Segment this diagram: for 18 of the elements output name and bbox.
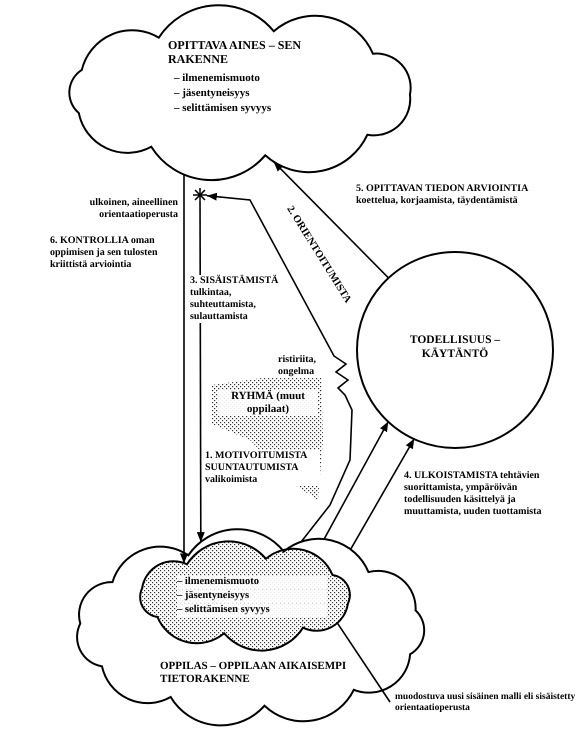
list-item: – jäsentyneisyys	[177, 590, 327, 603]
cloud-label: OPPILAS – OPPILAAN AIKAISEMPI TIETORAKENNE	[160, 660, 348, 686]
list-item: – ilmenemismuoto	[177, 576, 327, 589]
region-label: RYHMÄ (muut oppilaat)	[218, 390, 318, 416]
annotation-label: 1. MOTIVOITUMISTA SUUNTAUTUMISTA valikoimista	[205, 450, 320, 486]
leader-line	[336, 622, 391, 702]
list-item: – selittämisen syvyys	[177, 604, 327, 617]
list-item: – ilmenemismuoto	[174, 72, 261, 86]
arrow	[273, 161, 390, 279]
arrow	[323, 421, 389, 540]
circle-label: TODELLISUUS – KÄYTÄNTÖ	[408, 334, 502, 362]
list-item: – jäsentyneisyys	[174, 87, 250, 100]
list-item: – selittämisen syvyys	[174, 102, 272, 116]
arrow	[180, 174, 188, 564]
note-text: muodostuva uusi sisäinen malli eli sisäistetty orientaatioperusta	[395, 692, 576, 715]
cloud-heading: OPITTAVA AINES – SEN RAKENNE	[168, 38, 302, 67]
arrow	[206, 192, 353, 542]
arrow	[350, 438, 415, 550]
